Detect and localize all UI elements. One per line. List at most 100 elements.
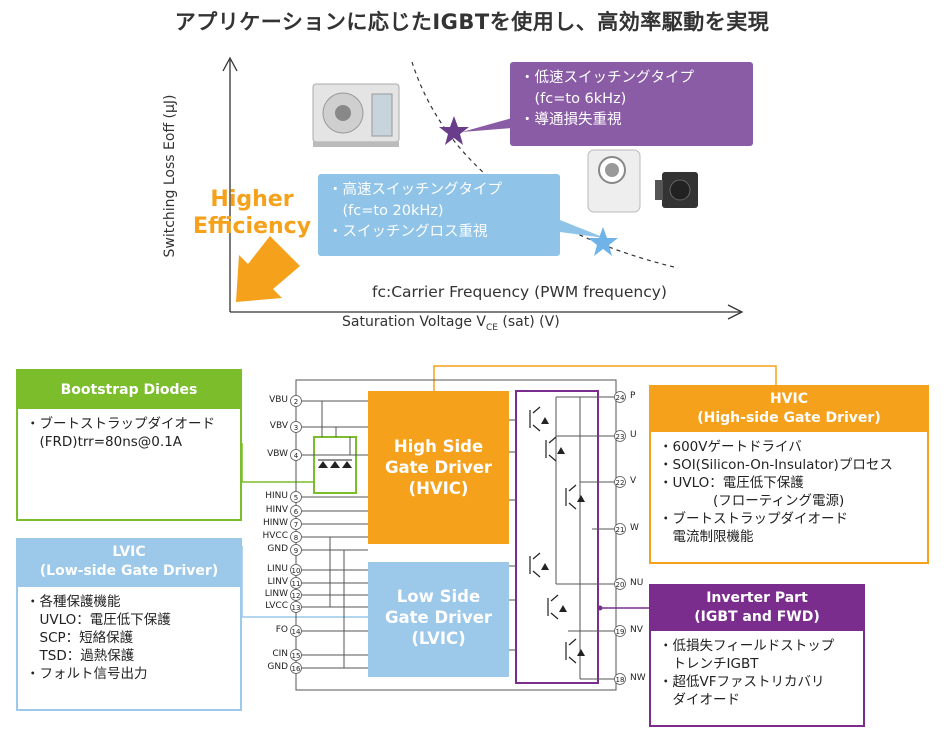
pin-label-left: VBV (269, 421, 288, 431)
pin-label-right: P (630, 391, 636, 401)
high-speed-star-icon (588, 227, 618, 256)
pin-19 (614, 625, 626, 637)
pin-11 (290, 577, 302, 589)
lvic-connector (241, 546, 368, 618)
pin-number: 11 (292, 580, 301, 588)
pin-10 (290, 564, 302, 576)
pin-23 (614, 430, 626, 442)
pin-label-left: HINU (265, 491, 288, 501)
pin-label-left: GND (267, 544, 288, 554)
internal-wiring (302, 400, 368, 669)
low-speed-star-icon (439, 116, 469, 145)
pin-number: 19 (616, 628, 625, 636)
bootstrap-diode-group (313, 436, 357, 494)
low-side-gate-driver: Low Side Gate Driver (LVIC) (368, 562, 509, 677)
pin-9 (290, 544, 302, 556)
air-conditioner-icon (312, 83, 400, 147)
high-speed-callout: ・高速スイッチングタイプ (fc=to 20kHz) ・スイッチングロス重視 (318, 174, 560, 256)
inverter-part-box: Inverter Part (IGBT and FWD) ・低損失フィールドスト… (649, 584, 865, 727)
bootstrap-diodes-box: Bootstrap Diodes ・ブートストラップダイオード (FRD)trr… (16, 369, 242, 521)
pin-20 (614, 578, 626, 590)
pin-number: 10 (292, 567, 301, 575)
pin-16 (290, 662, 302, 674)
x-axis-label: Saturation Voltage VCE (sat) (V) (342, 314, 560, 333)
high-side-gate-driver: High Side Gate Driver (HVIC) (368, 391, 509, 544)
pin-21 (614, 523, 626, 535)
pins-right: 24 23 22 21 20 19 18 (614, 391, 626, 685)
pin-number: 21 (616, 526, 625, 534)
pin-number: 22 (616, 479, 625, 487)
pin-number: 9 (294, 547, 298, 555)
pin-number: 2 (294, 398, 298, 406)
pin-label-left: GND (267, 662, 288, 672)
pin-13 (290, 601, 302, 613)
inverter-header: Inverter Part (IGBT and FWD) (651, 586, 863, 631)
pin-7 (290, 518, 302, 530)
page-title: アプリケーションに応じたIGBTを使用し、高効率駆動を実現 (174, 10, 770, 34)
y-axis-label: Switching Loss Eoff (μJ) (162, 94, 178, 258)
pin-number: 23 (616, 433, 625, 441)
hvic-connector (433, 365, 777, 391)
efficiency-arrow-icon (236, 236, 300, 302)
pin-number: 6 (294, 508, 299, 516)
low-speed-callout: ・低速スイッチングタイプ (fc=to 6kHz) ・導通損失重視 (510, 62, 753, 146)
pin-label-left: VBW (267, 449, 288, 459)
pin-8 (290, 531, 302, 543)
pin-label-right: U (630, 430, 637, 440)
y-axis-arrow-icon (222, 56, 238, 72)
pin-label-right: V (630, 476, 637, 486)
high-speed-pointer (560, 220, 605, 238)
pin-number: 12 (292, 592, 301, 600)
pin-label-left: LINU (267, 564, 288, 574)
pin-label-right: NW (630, 673, 646, 683)
bootstrap-header: Bootstrap Diodes (18, 371, 240, 409)
pin-18 (614, 673, 626, 685)
pin-6 (290, 505, 302, 517)
igbt-icons (529, 406, 577, 664)
pin-label-left: VBU (269, 395, 288, 405)
pin-4 (290, 449, 302, 461)
fc-label: fc:Carrier Frequency (PWM frequency) (372, 283, 667, 301)
pin-number: 16 (292, 665, 301, 673)
pin-2 (290, 395, 302, 407)
pin-5 (290, 491, 302, 503)
lvic-header: LVIC (Low-side Gate Driver) (18, 540, 240, 587)
pin-label-right: NU (630, 578, 644, 588)
pin-number: 14 (292, 628, 301, 636)
pin-label-left: LVCC (265, 601, 288, 611)
pin-24 (614, 391, 626, 403)
washing-machine-icon (587, 149, 641, 213)
higher-efficiency-label: Higher Efficiency (192, 187, 312, 239)
pin-14 (290, 625, 302, 637)
pin-label-left: HINW (262, 518, 288, 528)
fwd-icons (541, 417, 585, 656)
pin-22 (614, 476, 626, 488)
x-axis-arrow-icon (727, 304, 744, 320)
output-wiring (509, 396, 614, 680)
pin-label-left: LINV (267, 577, 288, 587)
pin-number: 5 (294, 494, 298, 502)
bootstrap-connector (241, 443, 314, 483)
pin-12 (290, 589, 302, 601)
pin-number: 8 (294, 534, 298, 542)
pin-number: 15 (292, 652, 301, 660)
tradeoff-curve (411, 61, 679, 269)
pin-number: 4 (294, 452, 299, 460)
pin-number: 18 (616, 676, 625, 684)
bootstrap-diode-icons (318, 459, 352, 468)
pin-label-right: NV (630, 625, 643, 635)
hvic-box: HVIC (High-side Gate Driver) ・600Vゲートドライ… (649, 385, 929, 564)
pin-number: 7 (294, 521, 298, 529)
pin-label-right: W (630, 523, 639, 533)
pin-number: 20 (616, 581, 625, 589)
pin-label-left: FO (275, 625, 288, 635)
pin-label-left: HVCC (262, 531, 289, 541)
pin-number: 24 (616, 394, 625, 402)
pin-label-left: LINW (264, 589, 288, 599)
pin-number: 13 (292, 604, 301, 612)
motor-icon (655, 172, 698, 208)
low-speed-pointer (462, 118, 512, 132)
inverter-outline (515, 390, 599, 684)
pin-15 (290, 649, 302, 661)
